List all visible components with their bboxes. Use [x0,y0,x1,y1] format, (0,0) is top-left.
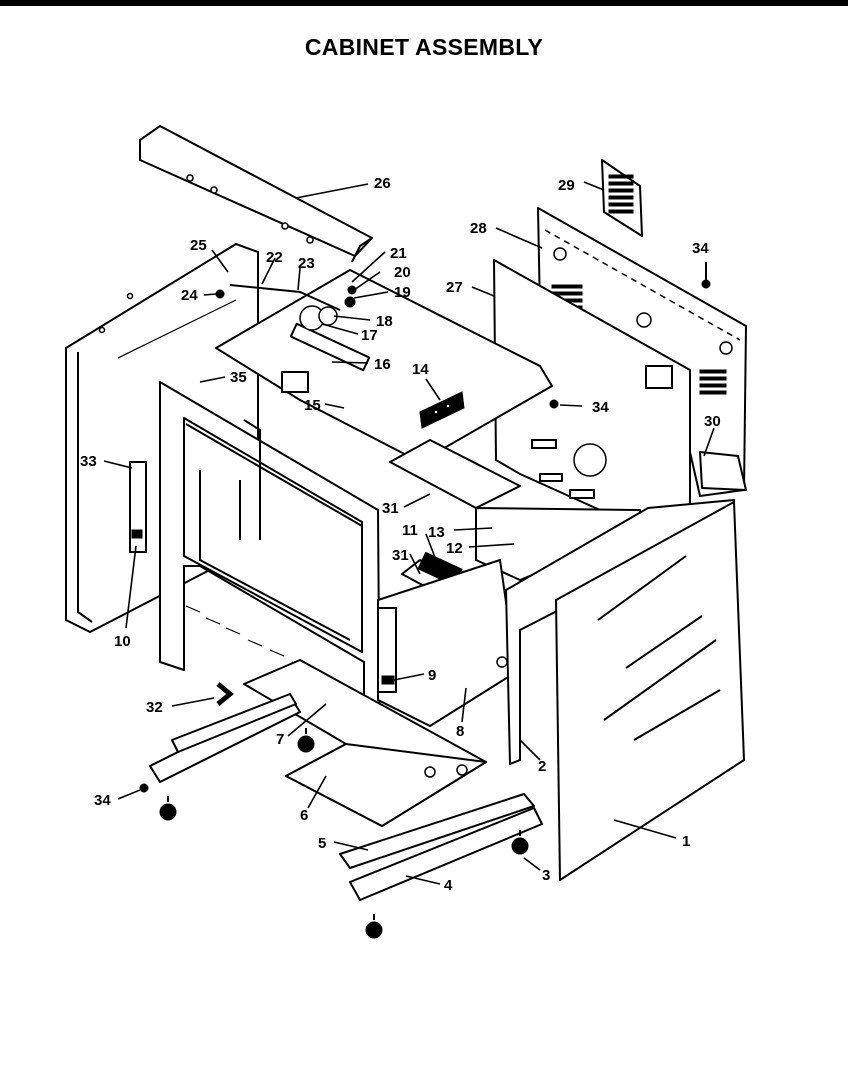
part-front-frame [159,381,381,777]
callout-31a: 31 [382,500,399,517]
callout-24: 24 [181,287,198,304]
callout-13: 13 [428,524,445,541]
callout-26: 26 [374,175,391,192]
callout-labels: 26 29 28 34 25 22 23 21 20 19 24 27 18 1… [80,175,721,894]
callout-11: 11 [402,522,418,539]
callout-27: 27 [446,279,463,296]
part-vent-grille [601,159,643,237]
part-oven-cavity [199,419,351,641]
leader-lines [103,181,715,885]
part-left-hinge [129,461,147,553]
callout-31b: 31 [392,547,409,564]
part-leveling-legs [159,728,529,939]
callout-18: 18 [376,313,393,330]
part-glass-door [555,501,745,881]
part-front-rails [149,693,543,901]
callout-30: 30 [704,413,721,430]
callout-35: 35 [230,369,247,386]
callout-22: 22 [266,249,283,266]
callout-34b: 34 [592,399,609,416]
callout-10: 10 [114,633,131,650]
callout-16: 16 [374,356,391,373]
callout-5: 5 [318,835,326,852]
callout-4: 4 [444,877,453,894]
part-valve-cluster [229,237,373,331]
callout-2: 2 [538,758,546,775]
callout-19: 19 [394,284,411,301]
part-side-bracket [699,451,747,491]
callout-21: 21 [390,245,407,262]
part-screws [139,262,711,793]
callout-20: 20 [394,264,411,281]
part-top-trim-strip [139,125,373,257]
top-border-bar [0,0,848,6]
part-control-module [419,391,465,429]
callout-28: 28 [470,220,487,237]
callout-15: 15 [304,397,321,414]
callout-33: 33 [80,453,97,470]
callout-7: 7 [276,731,284,748]
callout-32: 32 [146,699,163,716]
part-door-hinge [377,607,397,693]
part-floor-plate [377,559,517,727]
callout-9: 9 [428,667,436,684]
callout-29: 29 [558,177,575,194]
callout-1: 1 [682,833,690,850]
callout-25: 25 [190,237,207,254]
callout-6: 6 [300,807,308,824]
callout-3: 3 [542,867,550,884]
callout-34c: 34 [94,792,111,809]
part-clip [216,682,234,706]
callout-34a: 34 [692,240,709,257]
callout-14: 14 [412,361,429,378]
page-title: CABINET ASSEMBLY [304,34,544,60]
callout-17: 17 [361,327,378,344]
callout-8: 8 [456,723,464,740]
callout-23: 23 [298,255,315,272]
part-bottom-plate [243,659,487,827]
callout-12: 12 [446,540,463,557]
